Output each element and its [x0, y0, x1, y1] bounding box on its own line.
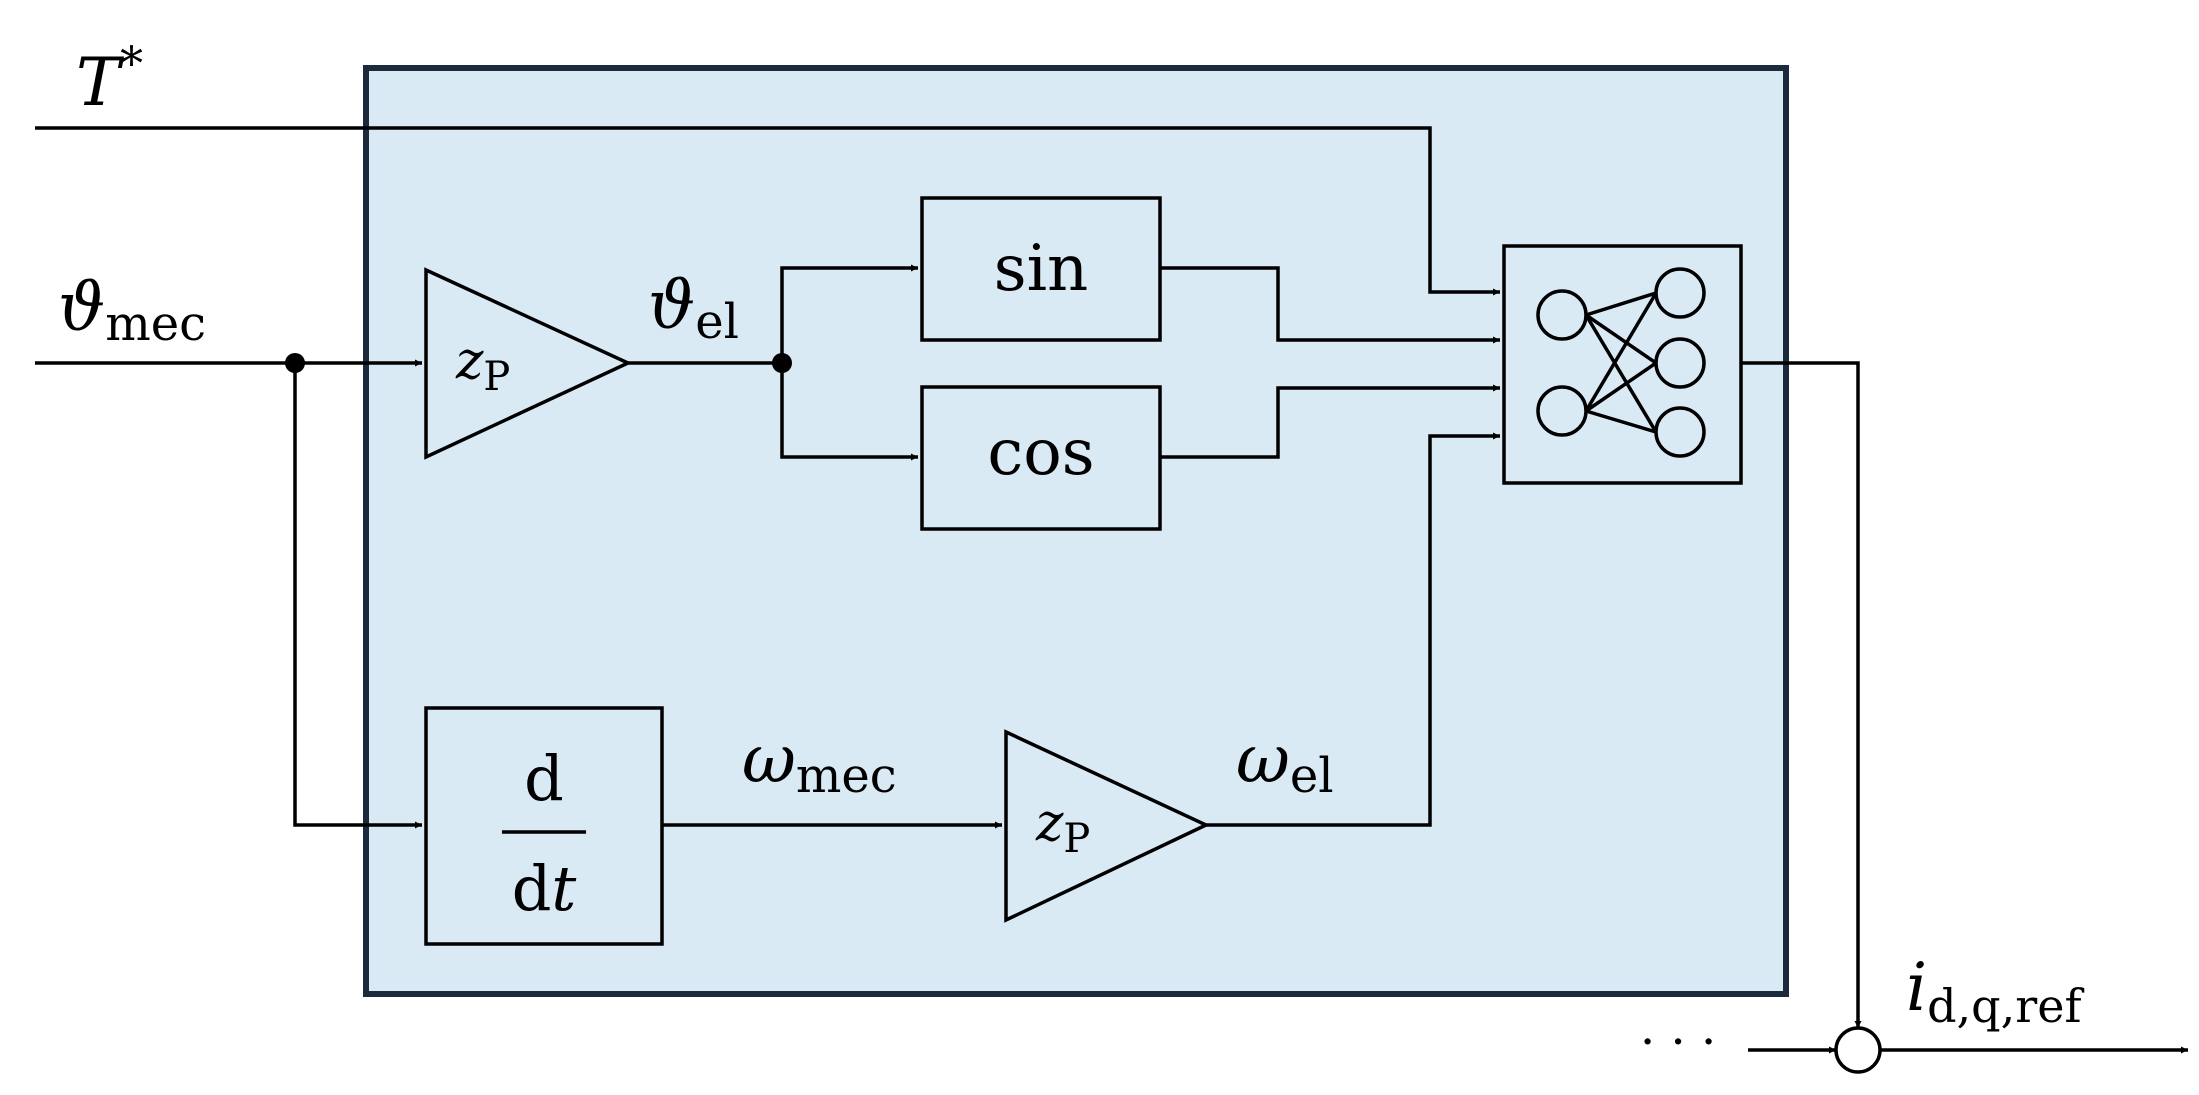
sin-label: sin: [994, 232, 1089, 306]
derivative-numerator: d: [524, 742, 564, 815]
output-label-sub: d,q,ref: [1927, 979, 2084, 1033]
svg-text:zP: zP: [1035, 793, 1090, 862]
controller-panel: [363, 65, 1789, 997]
cos-out-wire: [1160, 384, 1500, 459]
derivative-den-t: t: [551, 852, 576, 925]
theta-el-label: ϑ: [648, 267, 695, 344]
torque-label: T: [76, 44, 125, 121]
theta-mec-label: ϑ: [58, 269, 105, 346]
gain-top-sub: P: [483, 354, 510, 400]
svg-text:ωmec: ωmec: [742, 721, 897, 804]
neural-network-icon: [1536, 267, 1706, 458]
nn-output-node: [1654, 406, 1706, 458]
gain-bottom-sub: P: [1063, 816, 1090, 862]
gain-block-bottom: zP: [1004, 729, 1211, 923]
svg-text:ωel: ωel: [1236, 721, 1334, 804]
omega-el-wire: [1206, 432, 1500, 827]
svg-text:id,q,ref: id,q,ref: [1906, 949, 2084, 1033]
theta-mec-branch-wire: [293, 363, 422, 829]
to-cos-wire: [780, 363, 918, 461]
neural-network-block: [1502, 244, 1743, 485]
torque-label-sup: *: [120, 36, 143, 90]
svg-text:T*: T*: [76, 36, 143, 121]
svg-text:ϑmec: ϑmec: [58, 269, 206, 352]
nn-input-node: [1536, 385, 1588, 437]
junction-dot-mec: [285, 353, 305, 373]
derivative-block: d dt: [424, 706, 664, 946]
cos-label: cos: [987, 416, 1094, 490]
summing-point: [1834, 1026, 1882, 1074]
omega-el-label: ω: [1236, 721, 1290, 798]
svg-text:ϑel: ϑel: [648, 267, 739, 350]
svg-text:zP: zP: [455, 331, 510, 400]
sin-block: sin: [920, 196, 1162, 342]
omega-el-label-sub: el: [1290, 748, 1334, 804]
junction-dot-el: [772, 353, 792, 373]
nn-out-wire: [1741, 361, 1862, 1028]
svg-text:dt: dt: [512, 852, 577, 925]
gain-top-symbol: z: [455, 331, 484, 391]
cos-block: cos: [920, 385, 1162, 531]
sin-out-wire: [1160, 266, 1500, 344]
derivative-den-d: d: [512, 852, 552, 925]
to-sin-wire: [780, 264, 918, 363]
output-label: i: [1906, 949, 1927, 1026]
nn-output-node: [1654, 267, 1706, 319]
theta-el-label-sub: el: [695, 294, 739, 350]
omega-mec-label: ω: [742, 721, 796, 798]
gain-bottom-symbol: z: [1035, 793, 1064, 853]
nn-input-node: [1536, 289, 1588, 341]
theta-mec-label-sub: mec: [105, 296, 206, 352]
gain-block-top: zP: [424, 267, 633, 460]
nn-output-node: [1654, 337, 1706, 389]
torque-wire: [35, 126, 1500, 296]
ellipsis-label: · · ·: [1640, 1014, 1716, 1070]
omega-mec-label-sub: mec: [796, 748, 897, 804]
